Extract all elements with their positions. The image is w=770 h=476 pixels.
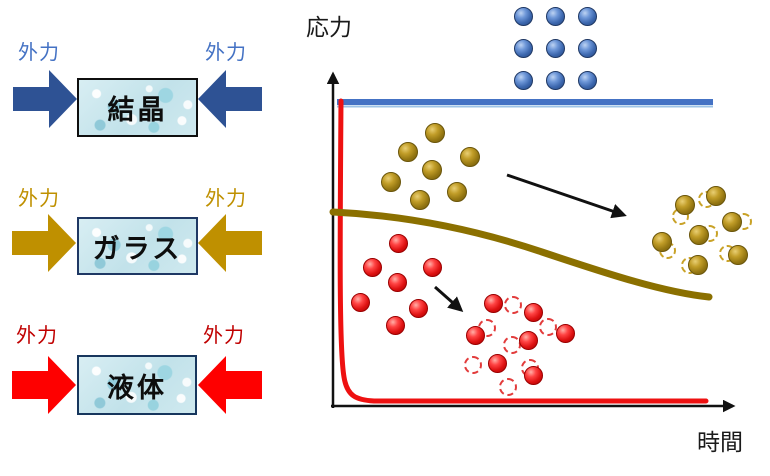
liquid-initial-particle	[408, 298, 428, 318]
liquid-initial-particle	[387, 272, 407, 292]
glass-rearrangement-arrow-icon	[506, 173, 627, 219]
glass-initial-particle	[447, 182, 467, 202]
glass-initial-particle	[398, 142, 418, 162]
crystal-lattice-particle	[513, 70, 533, 90]
glass-relaxed-ghost-particle	[658, 241, 676, 259]
glass-box: ガラス	[77, 217, 198, 275]
liquid-flowing-ghost-particle	[499, 378, 517, 396]
glass-initial-particle	[410, 190, 430, 210]
crystal-lattice-particle	[577, 70, 597, 90]
glass-relaxed-ghost-particle	[680, 256, 698, 274]
crystal-lattice-particle	[577, 38, 597, 58]
glass-relaxed-ghost-particle	[718, 244, 736, 262]
liquid-initial-particle	[388, 233, 408, 253]
crystal-lattice-particle	[513, 6, 533, 26]
left-arrow-icon	[198, 70, 262, 128]
right-arrow-icon	[13, 70, 77, 128]
liquid-flowing-ghost-particle	[464, 356, 482, 374]
liquid-flowing-particle	[555, 323, 575, 343]
glass-initial-particle	[425, 123, 445, 143]
glass-relaxed-ghost-particle	[700, 224, 718, 242]
glass-relaxed-particle	[706, 186, 726, 206]
glass-relaxed-particle	[722, 212, 742, 232]
liquid-initial-particle	[350, 292, 370, 312]
left-arrow-icon	[198, 214, 262, 272]
glass-initial-particle	[381, 172, 401, 192]
right-arrow-icon	[12, 356, 76, 414]
liquid-box: 液体	[77, 355, 197, 415]
liquid-initial-particle	[362, 257, 382, 277]
glass-relaxed-ghost-particle	[671, 207, 689, 225]
glass-relaxed-particle	[688, 255, 708, 275]
force-label-liquid-left: 外力	[16, 325, 58, 347]
liquid-initial-particle	[422, 257, 442, 277]
liquid-flowing-ghost-particle	[504, 296, 522, 314]
force-label-glass-left: 外力	[18, 188, 60, 210]
liquid-flow-arrow-icon	[434, 285, 464, 312]
crystal-lattice-particle	[577, 6, 597, 26]
liquid-flowing-ghost-particle	[539, 318, 557, 336]
glass-initial-particle	[460, 147, 480, 167]
crystal-lattice-particle	[545, 70, 565, 90]
crystal-box-label: 結晶	[107, 95, 168, 125]
y-axis-label: 応力	[306, 14, 352, 40]
glass-relaxed-particle	[652, 232, 672, 252]
force-label-crystal-right: 外力	[205, 42, 247, 64]
x-axis-label: 時間	[697, 429, 743, 455]
liquid-box-label: 液体	[107, 372, 167, 403]
liquid-flowing-ghost-particle	[478, 319, 496, 337]
glass-relaxed-particle	[675, 195, 695, 215]
liquid-flowing-particle	[523, 302, 543, 322]
liquid-flowing-ghost-particle	[521, 359, 539, 377]
liquid-flowing-ghost-particle	[503, 336, 521, 354]
crystal-lattice-particle	[545, 6, 565, 26]
force-label-crystal-left: 外力	[18, 42, 60, 64]
liquid-initial-particle	[385, 315, 405, 335]
liquid-flowing-particle	[523, 365, 543, 385]
liquid-flowing-particle	[487, 353, 507, 373]
glass-relaxed-particle	[689, 225, 709, 245]
crystal-lattice-particle	[513, 38, 533, 58]
liquid-flowing-particle	[465, 325, 485, 345]
force-label-liquid-right: 外力	[203, 325, 245, 347]
left-arrow-icon	[198, 356, 262, 414]
glass-relaxed-ghost-particle	[697, 190, 715, 208]
crystal-lattice-particle	[545, 38, 565, 58]
glass-box-label: ガラス	[92, 233, 183, 264]
glass-initial-particle	[422, 160, 442, 180]
crystal-box: 結晶	[77, 78, 198, 137]
glass-relaxed-particle	[728, 245, 748, 265]
glass-stress-curve	[329, 208, 713, 301]
force-label-glass-right: 外力	[205, 188, 247, 210]
right-arrow-icon	[12, 214, 76, 272]
liquid-flowing-particle	[518, 330, 538, 350]
glass-relaxed-ghost-particle	[734, 212, 752, 230]
liquid-stress-curve	[337, 98, 709, 404]
liquid-flowing-particle	[483, 293, 503, 313]
